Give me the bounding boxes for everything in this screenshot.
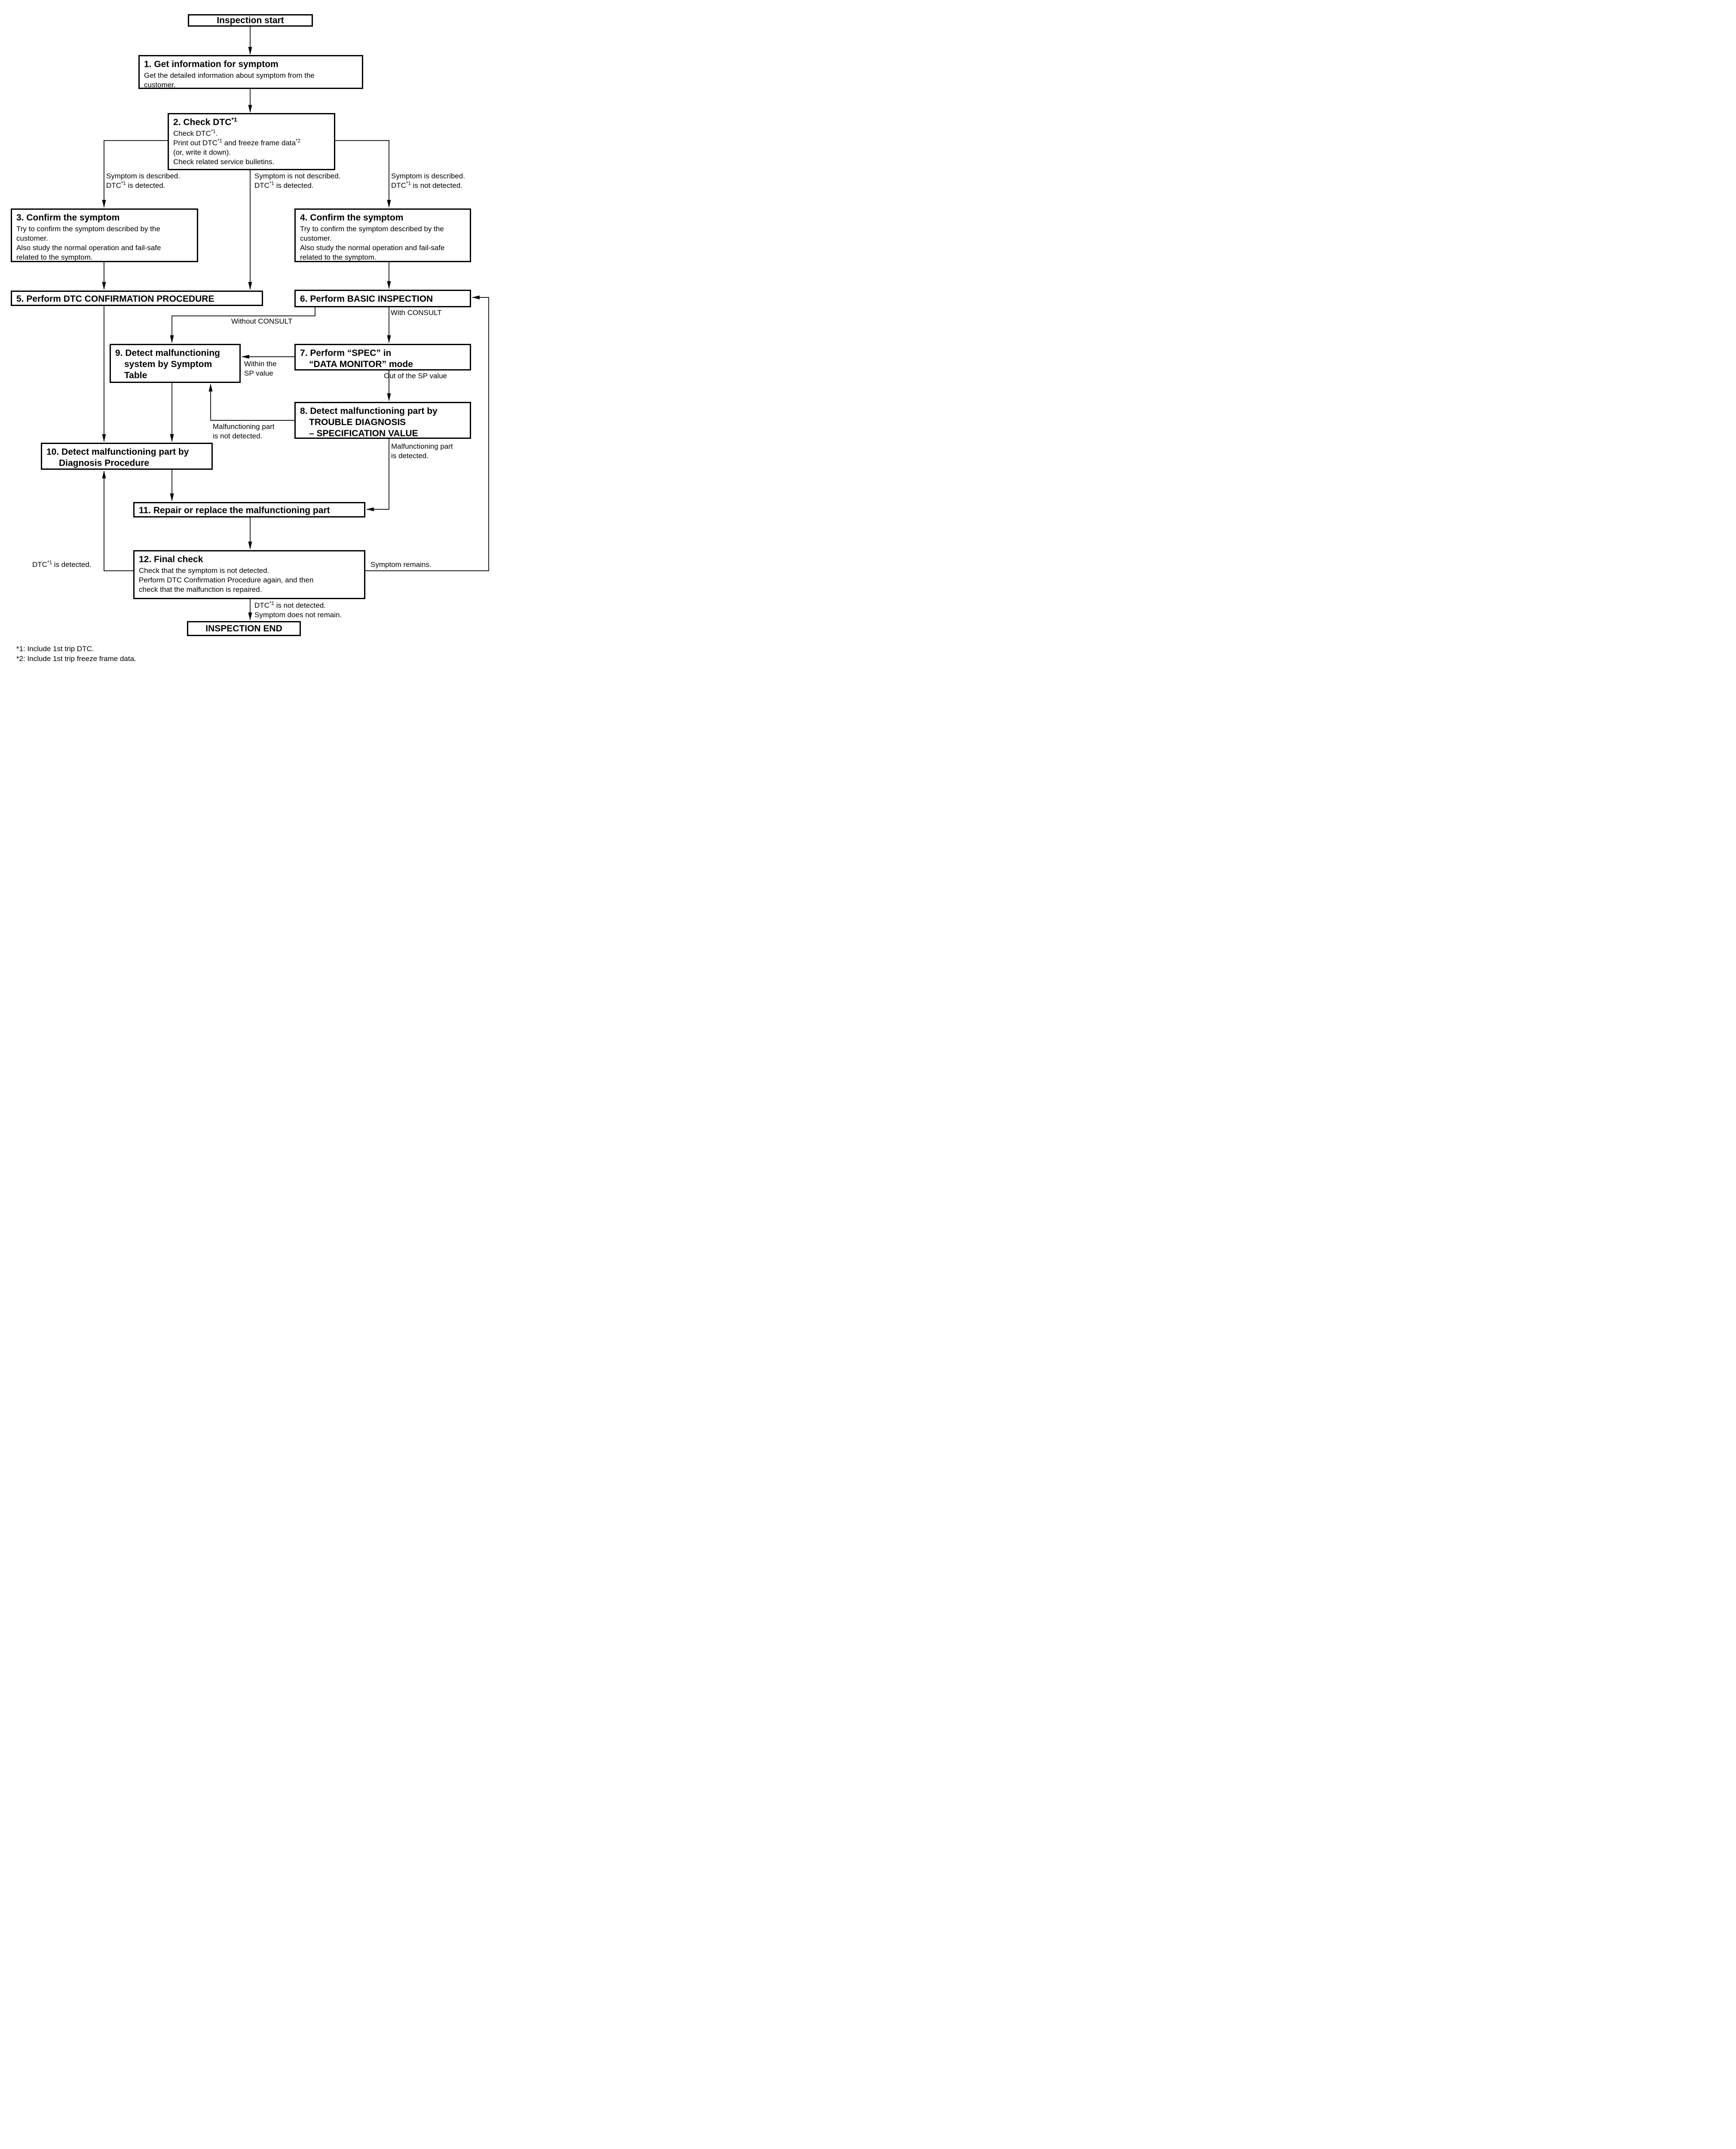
node-step8-trouble-diagnosis-spec-value: 8. Detect malfunctioning part by TROUBLE… [294,402,471,439]
step2-body: Check DTC*1. Print out DTC*1 and freeze … [173,129,300,166]
node-step6-basic-inspection: 6. Perform BASIC INSPECTION [294,290,471,307]
step12-title: 12. Final check [139,554,203,564]
edge-step8-to-step11-detected [366,439,389,511]
step1-title: 1. Get information for symptom [144,59,279,69]
node-step12-final-check: 12. Final check Check that the symptom i… [133,550,365,599]
node-inspection-end: INSPECTION END [187,621,301,636]
footnote-2: *2: Include 1st trip freeze frame data. [16,655,136,663]
step4-title: 4. Confirm the symptom [300,213,404,223]
node-step1-get-information: 1. Get information for symptom Get the d… [138,55,363,89]
edge-label-without-consult: Without CONSULT [231,317,293,325]
edge-step8-to-step9-not-detected [208,383,294,421]
node-step7-spec-data-monitor: 7. Perform “SPEC” in “DATA MONITOR” mode [294,344,471,370]
node-step10-diagnosis-procedure: 10. Detect malfunctioning part by Diagno… [41,443,213,470]
trouble-diagnosis-flowchart: Inspection start 1. Get information for … [0,0,496,673]
edge-label-symptom-remains: Symptom remains. [370,560,432,569]
node-step2-check-dtc: 2. Check DTC*1 Check DTC*1. Print out DT… [168,113,335,170]
edge-step12-to-step6-symptom-remains [365,295,489,571]
step2-title: 2. Check DTC*1 [173,116,237,127]
step9-title: 9. Detect malfunctioning system by Sympt… [115,348,220,380]
node-step5-dtc-confirmation-procedure: 5. Perform DTC CONFIRMATION PROCEDURE [11,291,263,306]
edge-step2-to-step4 [335,140,391,208]
edge-label-symptom-described-dtc-not-detected: Symptom is described. DTC*1 is not detec… [391,172,465,190]
connector-lines [102,27,489,621]
inspection-start-label: Inspection start [217,15,284,25]
step1-body: Get the detailed information about sympt… [144,71,315,89]
edge-label-out-of-sp-value: Out of the SP value [384,372,447,380]
edge-step12-to-step10-dtc-detected [102,470,133,571]
edge-label-dtc-not-detected-no-symptom: DTC*1 is not detected. Symptom does not … [254,601,342,619]
edge-label-with-consult: With CONSULT [391,309,442,317]
step4-body: Try to confirm the symptom described by … [300,225,445,261]
edge-label-dtc-detected: DTC*1 is detected. [32,560,92,569]
step10-title: 10. Detect malfunctioning part by Diagno… [46,447,189,468]
step6-title: 6. Perform BASIC INSPECTION [300,294,433,304]
step12-body: Check that the symptom is not detected. … [139,566,314,594]
edge-step6-to-step9-without-consult [170,307,315,343]
step3-body: Try to confirm the symptom described by … [16,225,161,261]
footnote-1: *1: Include 1st trip DTC. [16,645,94,653]
edge-label-part-detected: Malfunctioning part is detected. [391,442,453,460]
step11-title: 11. Repair or replace the malfunctioning… [139,505,330,515]
edge-label-symptom-not-described-dtc-detected: Symptom is not described. DTC*1 is detec… [254,172,341,190]
step5-title: 5. Perform DTC CONFIRMATION PROCEDURE [16,294,214,304]
node-inspection-start: Inspection start [188,14,313,27]
edge-label-part-not-detected: Malfunctioning part is not detected. [213,422,275,440]
node-step11-repair-replace: 11. Repair or replace the malfunctioning… [133,502,365,517]
step7-title: 7. Perform “SPEC” in “DATA MONITOR” mode [300,348,413,369]
edge-label-symptom-described-dtc-detected: Symptom is described. DTC*1 is detected. [106,172,180,190]
node-step3-confirm-symptom: 3. Confirm the symptom Try to confirm th… [11,208,198,262]
edge-label-within-sp-value: Within the SP value [244,360,277,377]
edge-step2-to-step3 [102,140,168,208]
node-step9-symptom-table: 9. Detect malfunctioning system by Sympt… [110,344,241,383]
step3-title: 3. Confirm the symptom [16,213,120,223]
inspection-end-label: INSPECTION END [205,623,282,634]
step8-title: 8. Detect malfunctioning part by TROUBLE… [300,406,438,438]
node-step4-confirm-symptom: 4. Confirm the symptom Try to confirm th… [294,208,471,262]
footnotes: *1: Include 1st trip DTC. *2: Include 1s… [16,644,136,664]
